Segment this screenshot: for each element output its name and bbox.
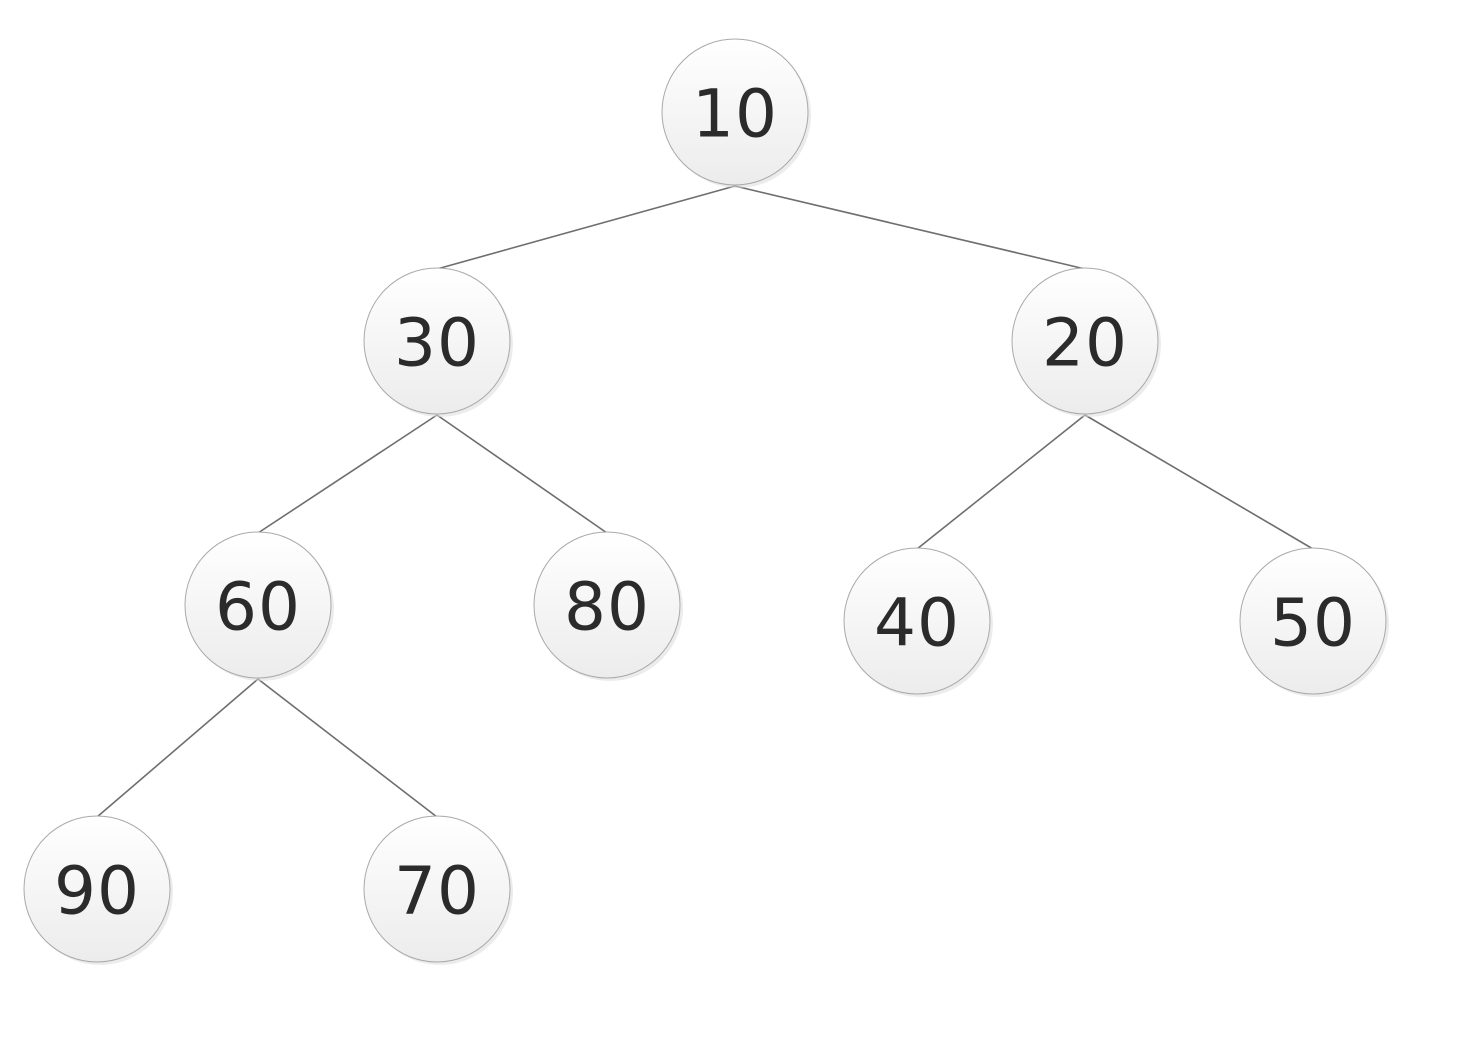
tree-node-70: 70	[363, 815, 513, 965]
tree-node-80: 80	[533, 531, 683, 681]
node-label: 50	[1270, 585, 1356, 662]
node-circle	[23, 815, 171, 963]
node-circle	[661, 38, 809, 186]
node-label: 60	[215, 569, 301, 646]
node-circle	[184, 531, 332, 679]
edge-n10-n20	[734, 185, 1086, 270]
edge-n60-n90	[96, 678, 259, 818]
node-label: 40	[874, 585, 960, 662]
tree-node-50: 50	[1239, 547, 1389, 697]
node-label: 90	[54, 853, 140, 930]
edge-n30-n60	[257, 414, 438, 534]
node-circle	[1239, 547, 1387, 695]
node-circle	[843, 547, 991, 695]
tree-node-20: 20	[1011, 267, 1161, 417]
node-label: 80	[564, 569, 650, 646]
tree-node-30: 30	[363, 267, 513, 417]
edge-n30-n80	[436, 414, 608, 534]
node-label: 70	[394, 853, 480, 930]
node-circle	[363, 815, 511, 963]
nodes-layer: 10 30 20 60 80 40 50 90 70	[23, 38, 1389, 965]
edges-layer	[96, 185, 1314, 818]
tree-node-60: 60	[184, 531, 334, 681]
node-circle	[363, 267, 511, 415]
edge-n20-n40	[916, 414, 1086, 550]
node-label: 30	[394, 305, 480, 382]
node-circle	[533, 531, 681, 679]
edge-n60-n70	[257, 678, 438, 818]
node-label: 20	[1042, 305, 1128, 382]
node-label: 10	[692, 76, 778, 153]
edge-n20-n50	[1084, 414, 1314, 550]
tree-node-10: 10	[661, 38, 811, 188]
tree-node-40: 40	[843, 547, 993, 697]
tree-node-90: 90	[23, 815, 173, 965]
node-circle	[1011, 267, 1159, 415]
edge-n10-n30	[436, 185, 736, 270]
